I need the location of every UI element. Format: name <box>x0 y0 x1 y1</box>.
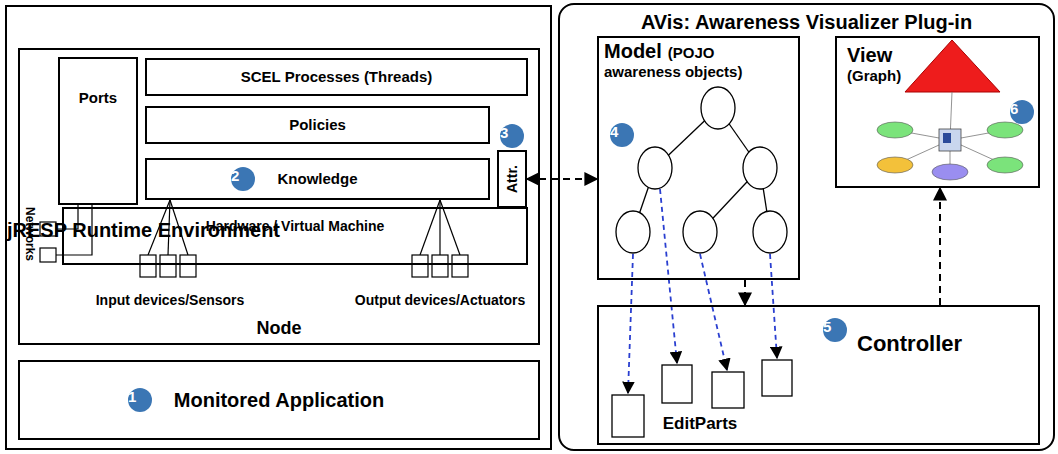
callout-number: 3 <box>500 124 524 148</box>
ports-box: Ports <box>58 57 138 205</box>
model-box: Model(POJO awareness objects) <box>597 36 800 280</box>
box-heading: Knowledge <box>277 170 357 187</box>
box-heading: Attr. <box>504 165 520 193</box>
box-heading: Controller <box>857 331 962 356</box>
attribute-box: Attr. <box>497 150 527 208</box>
device-label: Input devices/Sensors <box>96 291 245 309</box>
callout-number: 4 <box>610 123 634 147</box>
callout-number: 5 <box>823 318 847 342</box>
plugin-frame: AVis: Awareness Visualizer Plug-inModel(… <box>558 3 1055 451</box>
dashed-connector <box>527 178 597 180</box>
text-holder: View(Graph) <box>837 38 1038 186</box>
callout-number: 5 <box>823 318 847 342</box>
device-label: Output devices/Actuators <box>355 292 525 308</box>
box-heading: View <box>847 44 892 67</box>
box-heading: AVis: Awareness Visualizer Plug-in <box>641 11 972 34</box>
device-label: Input devices/Sensors <box>96 292 245 308</box>
environment-frame: jRESP Runtime EnvironmentNodePortsSCEL P… <box>5 5 552 450</box>
network-label: Networks <box>23 207 37 261</box>
box-subheading: (Graph) <box>847 67 901 84</box>
application-box: Monitored Application <box>18 360 540 440</box>
network-label: Networks <box>3 224 57 242</box>
graph-thumbnail <box>877 40 1023 180</box>
box-heading: Ports <box>79 89 117 106</box>
callout-number: 2 <box>231 167 255 191</box>
text-holder: Ports <box>60 59 136 203</box>
text-holder: Policies <box>147 108 488 142</box>
dashed-connector <box>744 280 746 305</box>
text-holder: Model(POJO awareness objects) <box>599 38 798 278</box>
editparts-label: EditParts <box>663 414 738 434</box>
callout-number: 4 <box>610 123 634 147</box>
object-to-editpart-links <box>628 189 777 393</box>
process-box: SCEL Processes (Threads) <box>145 58 528 96</box>
box-heading: Model <box>604 40 662 62</box>
box-heading: Policies <box>289 116 346 133</box>
callout-number: 6 <box>1010 100 1034 124</box>
text-holder: Knowledge <box>147 160 488 198</box>
callout-number: 6 <box>1010 100 1034 124</box>
box-heading: SCEL Processes (Threads) <box>241 68 432 85</box>
text-holder: SCEL Processes (Threads) <box>147 60 526 94</box>
callout-number: 2 <box>231 167 255 191</box>
text-holder: Monitored Application <box>20 362 538 438</box>
callout-number: 3 <box>500 124 524 148</box>
box-heading: Hardware / Virtual Machine <box>206 218 385 234</box>
awareness-objects <box>616 87 787 253</box>
editpart-boxes <box>612 360 792 437</box>
box-heading: Monitored Application <box>174 389 384 412</box>
callout-number: 1 <box>128 388 152 412</box>
callout-number: 1 <box>128 388 152 412</box>
editparts-label: EditParts <box>663 414 738 434</box>
knowledge-box: Knowledge <box>145 158 490 200</box>
device-boxes <box>140 255 468 277</box>
text-holder: Attr. <box>499 152 525 206</box>
device-label: Output devices/Actuators <box>355 291 525 309</box>
dashed-connector <box>939 188 941 305</box>
policies-box: Policies <box>145 106 490 144</box>
box-heading: Node <box>257 318 302 339</box>
